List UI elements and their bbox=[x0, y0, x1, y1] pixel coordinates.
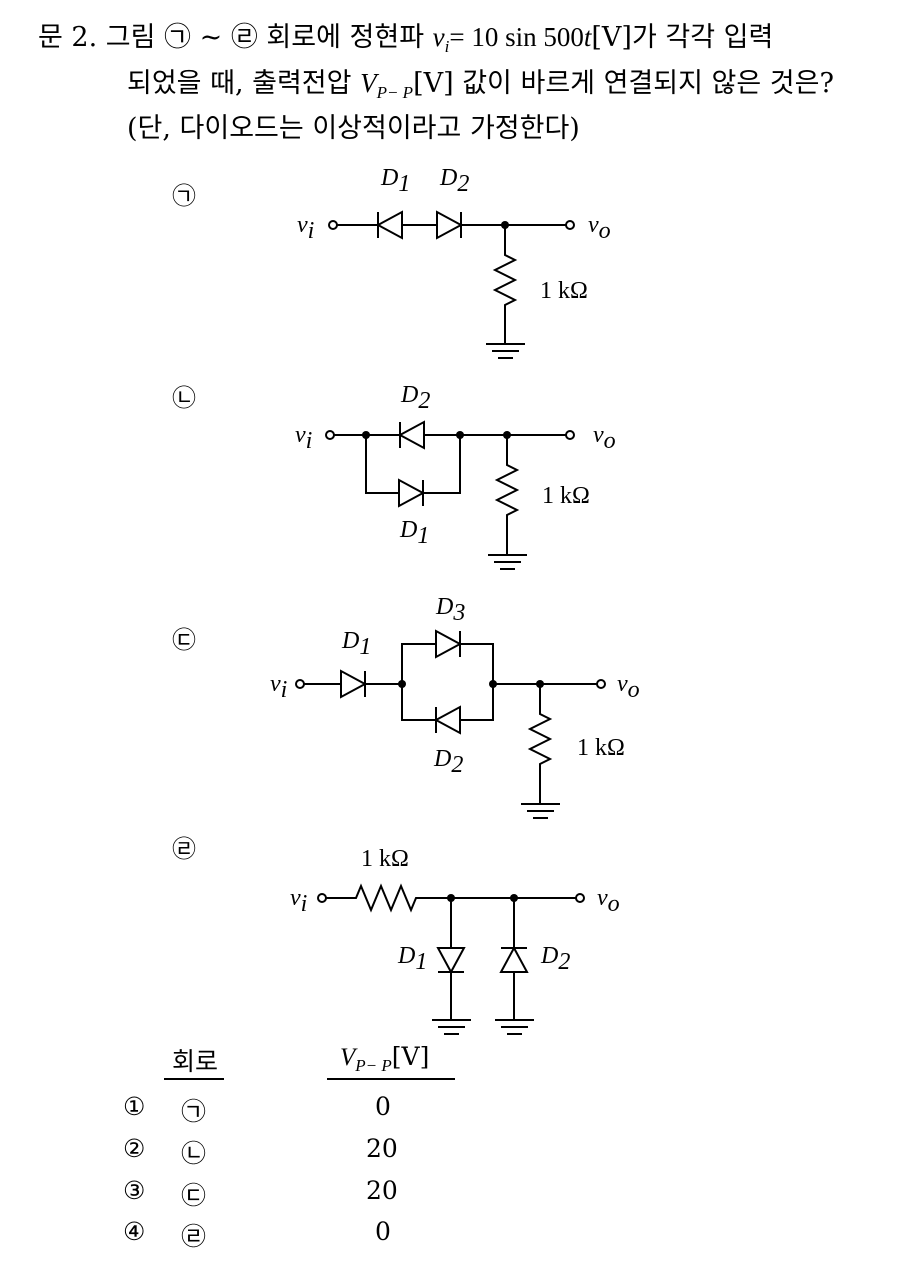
circuit-c-vin-label: vi bbox=[270, 671, 287, 703]
option-value: 0 bbox=[375, 1092, 391, 1121]
option-number: ③ bbox=[123, 1176, 146, 1205]
circuit-c-output-terminal bbox=[596, 679, 606, 689]
option-value: 20 bbox=[366, 1134, 398, 1163]
question-text-2b: [V] 값이 바르게 연결되지 않은 것은? bbox=[413, 68, 834, 99]
option-number: ② bbox=[123, 1134, 146, 1163]
circuit-a-marker: ㉠ bbox=[172, 182, 196, 210]
circuit-a-ground bbox=[486, 343, 525, 359]
circuit-d-d1-label: D1 bbox=[397, 943, 427, 975]
circuit-b-diode-d2 bbox=[397, 420, 425, 450]
option-circuit: ㉣ bbox=[181, 1222, 207, 1251]
circuit-a-diode-d1 bbox=[375, 210, 403, 240]
circuit-d-output-terminal bbox=[575, 893, 585, 903]
circuit-d-marker: ㉣ bbox=[172, 835, 196, 863]
vpp-symbol: VP− P bbox=[360, 68, 414, 102]
circuit-d-vin-label: vi bbox=[290, 885, 307, 917]
circuit-c-d1-label: D1 bbox=[341, 628, 371, 660]
circuit-b-input-terminal bbox=[325, 430, 335, 440]
option-circuit: ㉡ bbox=[181, 1139, 207, 1168]
circuit-c-diode-d1 bbox=[340, 669, 368, 699]
circuit-c-r-label: 1 kΩ bbox=[577, 735, 625, 761]
circuit-d-ground-2 bbox=[495, 1019, 534, 1035]
circuit-b-marker: ㉡ bbox=[172, 384, 196, 412]
circuit-b-ground bbox=[488, 554, 527, 570]
option-circuit: ㉢ bbox=[181, 1181, 207, 1210]
option-circuit: ㉠ bbox=[181, 1097, 207, 1126]
question-line-1: 문 2. 그림 ㉠ ~ ㉣ 회로에 정현파 vi= 10 sin 500t[V]… bbox=[38, 20, 773, 64]
circuit-b-r-label: 1 kΩ bbox=[542, 483, 590, 509]
circuit-a-input-terminal bbox=[328, 220, 338, 230]
answer-header-circuit: 회로 bbox=[172, 1047, 219, 1076]
circuit-c-input-terminal bbox=[295, 679, 305, 689]
circuit-a-vin-label: vi bbox=[297, 212, 314, 244]
circuit-d-diode-d2 bbox=[499, 945, 529, 973]
question-number: 문 2. bbox=[38, 22, 98, 53]
option-number: ④ bbox=[123, 1217, 146, 1246]
circuit-b-vin-label: vi bbox=[295, 422, 312, 454]
t-symbol: t bbox=[583, 22, 592, 52]
circuit-a-d1-label: D1 bbox=[380, 165, 410, 197]
circuit-c-d3-label: D3 bbox=[435, 594, 465, 626]
circuit-d-resistor bbox=[326, 883, 576, 913]
circuit-d-vout-label: vo bbox=[597, 885, 620, 917]
circuit-b-vout-label: vo bbox=[593, 422, 616, 454]
circuit-a-resistor bbox=[492, 225, 518, 344]
circuit-d-ground-1 bbox=[432, 1019, 471, 1035]
circuit-c-marker: ㉢ bbox=[172, 626, 196, 654]
question-line-3: (단, 다이오드는 이상적이라고 가정한다) bbox=[127, 113, 580, 144]
circuit-d-input-terminal bbox=[317, 893, 327, 903]
circuit-c-d2-label: D2 bbox=[433, 746, 463, 778]
option-value: 20 bbox=[366, 1176, 398, 1205]
circuit-b-d2-label: D2 bbox=[400, 382, 430, 414]
circuit-d-diode-d1 bbox=[436, 947, 466, 975]
circuit-b: vi vo D2 D1 1 kΩ bbox=[295, 382, 616, 570]
circuit-b-diode-d1 bbox=[398, 478, 426, 508]
question-line-2: 되었을 때, 출력전압 VP− P[V] 값이 바르게 연결되지 않은 것은? bbox=[127, 66, 834, 110]
circuit-c-diode-d2 bbox=[433, 705, 461, 735]
circuit-c: vi D1 D3 D2 vo 1 kΩ bbox=[270, 594, 640, 819]
circuit-c-vout-label: vo bbox=[617, 671, 640, 703]
vi-symbol: vi bbox=[432, 22, 450, 56]
circuit-a: vi vo D1 D2 1 kΩ bbox=[297, 165, 611, 359]
circuit-a-r-label: 1 kΩ bbox=[540, 278, 588, 304]
circuit-d-r-label: 1 kΩ bbox=[361, 846, 409, 872]
circuit-a-diode-d2 bbox=[436, 210, 464, 240]
vi-equation: = 10 sin 500 bbox=[449, 22, 584, 52]
circuit-a-vout-label: vo bbox=[588, 212, 611, 244]
circuit-c-diode-d3 bbox=[435, 629, 463, 659]
circuit-c-ground bbox=[521, 803, 560, 819]
question-text-1b: [V]가 각각 입력 bbox=[591, 22, 774, 53]
circuit-d-d2-label: D2 bbox=[540, 943, 570, 975]
option-number: ① bbox=[123, 1092, 146, 1121]
question-text-2a: 되었을 때, 출력전압 bbox=[127, 68, 352, 99]
answer-header-value: VP− P[V] bbox=[340, 1042, 430, 1075]
circuit-a-d2-label: D2 bbox=[439, 165, 469, 197]
circuit-b-d1-label: D1 bbox=[399, 517, 429, 549]
question-text-1a: 그림 ㉠ ~ ㉣ 회로에 정현파 bbox=[105, 22, 425, 53]
circuit-b-resistor bbox=[494, 435, 520, 555]
option-value: 0 bbox=[375, 1217, 391, 1246]
circuit-d: vi 1 kΩ vo D1 D2 bbox=[290, 846, 620, 1035]
circuit-c-resistor bbox=[527, 684, 553, 804]
circuit-a-output-terminal bbox=[565, 220, 575, 230]
circuit-b-output-terminal bbox=[565, 430, 575, 440]
